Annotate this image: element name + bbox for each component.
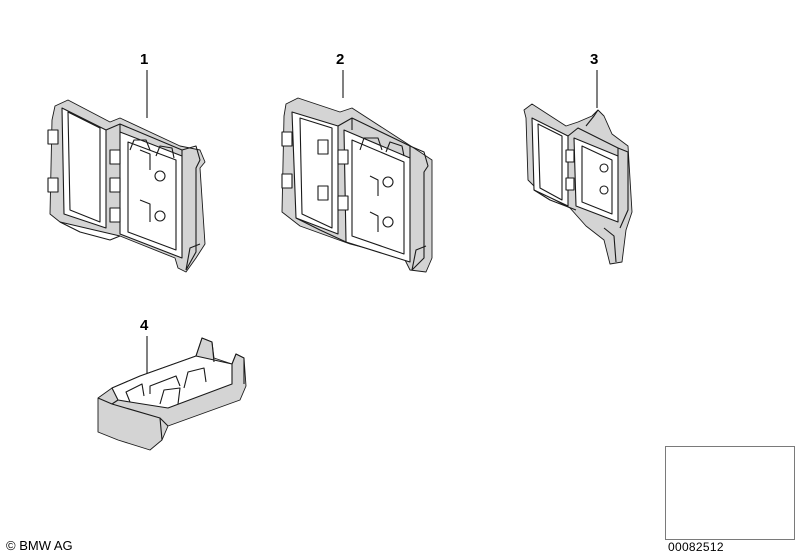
copyright-text: © BMW AG <box>6 538 73 553</box>
part-3-carrier <box>523 103 633 265</box>
callout-2: 2 <box>336 51 345 68</box>
part-1-carrier <box>47 99 206 273</box>
callout-4: 4 <box>140 317 149 334</box>
document-number: 00082512 <box>668 540 724 554</box>
callout-1: 1 <box>140 51 149 68</box>
callout-3: 3 <box>590 51 599 68</box>
part-4-holder <box>97 337 247 451</box>
vehicle-thumbnail-frame <box>665 446 795 540</box>
part-2-carrier <box>281 97 433 273</box>
